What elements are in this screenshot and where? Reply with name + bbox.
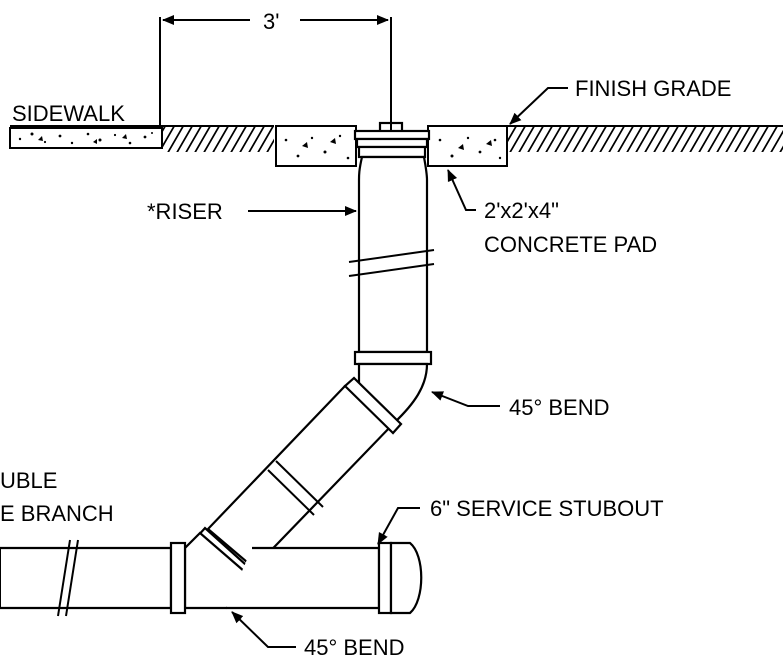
finish-grade-callout: FINISH GRADE bbox=[509, 76, 731, 125]
branch-label-line1: UBLE bbox=[0, 468, 57, 493]
riser-label: *RISER bbox=[147, 199, 223, 224]
sidewalk-label: SIDEWALK bbox=[12, 101, 125, 126]
lower-bend-label: 45° BEND bbox=[304, 635, 405, 660]
riser-pipe bbox=[348, 155, 435, 366]
concrete-pad bbox=[275, 125, 508, 167]
sidewalk-slab: SIDEWALK bbox=[9, 101, 163, 149]
lower-bend-callout: 45° BEND bbox=[231, 611, 405, 660]
upper-bend-label: 45° BEND bbox=[509, 395, 610, 420]
concrete-pad-callout: 2'x2'x4" CONCRETE PAD bbox=[447, 169, 657, 257]
cleanout-cap bbox=[353, 121, 431, 159]
upper-bend-callout: 45° BEND bbox=[431, 391, 610, 420]
dimension-label: 3' bbox=[263, 9, 279, 34]
branch-label: UBLE E BRANCH bbox=[0, 468, 114, 526]
branch-label-line2: E BRANCH bbox=[0, 501, 114, 526]
stubout-label: 6" SERVICE STUBOUT bbox=[430, 496, 664, 521]
main-branch-pipe bbox=[0, 539, 187, 617]
riser-callout: *RISER bbox=[147, 199, 357, 224]
finish-grade-hatch bbox=[162, 125, 783, 152]
pad-label-line2: CONCRETE PAD bbox=[484, 232, 657, 257]
finish-grade-label: FINISH GRADE bbox=[575, 76, 731, 101]
service-stubout bbox=[226, 541, 423, 615]
stubout-callout: 6" SERVICE STUBOUT bbox=[377, 496, 664, 545]
dimension-3ft: 3' bbox=[159, 9, 392, 128]
pad-label-line1: 2'x2'x4" bbox=[484, 198, 559, 223]
